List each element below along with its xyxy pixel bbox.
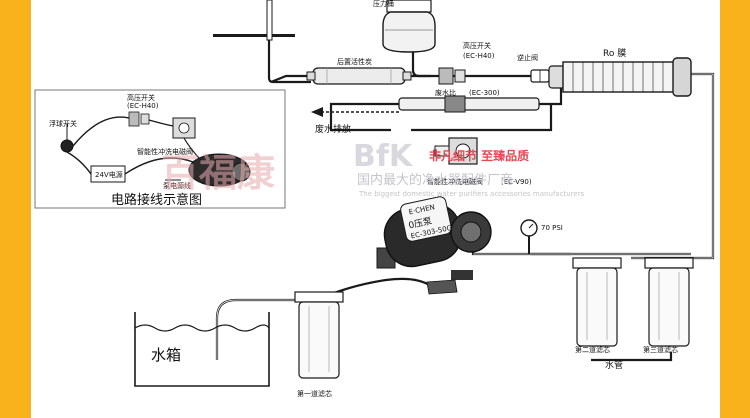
inset-pump-line: 泵电源线 — [163, 181, 191, 190]
flush-solenoid-valve — [434, 137, 478, 165]
water-tank — [134, 312, 270, 387]
inset-hp-switch: 高压开关 — [127, 93, 155, 102]
waste-ratio-label: 废水比 — [435, 88, 456, 97]
pipe-tank-down — [411, 52, 431, 78]
pressure-tank-label: 压力桶 — [373, 0, 394, 8]
water-pipe-label: 水管 — [605, 359, 623, 371]
pipe-membrane-right — [631, 72, 715, 260]
pipe-top-left — [267, 0, 311, 84]
inset-hp-model: (EC-H40) — [127, 102, 159, 110]
pressure-gauge — [520, 219, 538, 254]
waste-ratio-model: (EC-300) — [469, 89, 500, 97]
check-valve-label: 逆止阀 — [517, 53, 538, 62]
filter-2-label: 第二道滤芯 — [575, 345, 610, 354]
inset-power: 24V电源 — [95, 170, 123, 179]
waste-drain-arrow — [311, 107, 399, 117]
watermark-brand-cn: 百福康 — [161, 150, 275, 195]
watermark-slogan: 非凡细节 至臻品质 — [429, 148, 529, 163]
pipe-waste-loop — [411, 104, 553, 132]
inset-title: 电路接线示意图 — [111, 192, 202, 208]
high-pressure-switch — [438, 67, 466, 85]
booster-pump — [376, 196, 492, 295]
pipe-out — [591, 352, 673, 362]
hp-switch-label: 高压开关 — [463, 41, 491, 50]
inset-flush-valve: 智能性冲洗电磁阀 — [137, 147, 193, 156]
ro-system-diagram: 压力桶 后置活性炭 高压开关 (EC-H40) 逆止阀 — [34, 0, 715, 398]
filter-3-label: 第三道滤芯 — [643, 345, 678, 354]
flush-valve-label: 智能性冲洗电磁阀 — [427, 177, 483, 186]
post-carbon-label: 后置活性炭 — [337, 57, 372, 66]
watermark: 百福康 BfK 非凡细节 至臻品质 国内最大的净水器配件厂商 The bigge… — [161, 139, 585, 198]
pump-name: 0压泵 — [408, 216, 434, 232]
post-carbon-filter — [306, 67, 412, 85]
wiring-inset — [34, 89, 286, 209]
ro-membrane-label: Ro 膜 — [603, 48, 626, 59]
diagram-canvas: 压力桶 后置活性炭 高压开关 (EC-H40) 逆止阀 — [31, 0, 720, 418]
filter-1-label: 第一道滤芯 — [297, 389, 332, 398]
watermark-tagline-cn: 国内最大的净水器配件厂商 — [357, 172, 513, 188]
inset-float-switch: 浮球开关 — [49, 119, 77, 128]
waste-drain-label: 废水排放 — [315, 123, 351, 135]
pipe-waste-ratio-left — [329, 102, 399, 132]
hp-switch-model: (EC-H40) — [463, 52, 495, 60]
watermark-tagline-en: The biggest domestic water purifiers acc… — [358, 190, 585, 198]
flush-valve-model: (EC-V90) — [501, 178, 532, 186]
watermark-brand-en: BfK — [353, 139, 414, 174]
gauge-label: 70 PSI — [541, 224, 563, 232]
mounting-bracket — [213, 0, 295, 41]
pipe-tank-filter1 — [215, 298, 296, 360]
pipe-waste-membrane — [539, 86, 563, 106]
check-valve — [530, 69, 550, 83]
filter-housing-2 — [572, 257, 622, 347]
filter-housing-1 — [294, 291, 344, 379]
ro-membrane — [548, 57, 692, 97]
pressure-tank — [382, 0, 436, 53]
water-tank-label: 水箱 — [151, 346, 181, 364]
waste-ratio-valve — [398, 95, 540, 113]
filter-housing-3 — [644, 257, 694, 347]
